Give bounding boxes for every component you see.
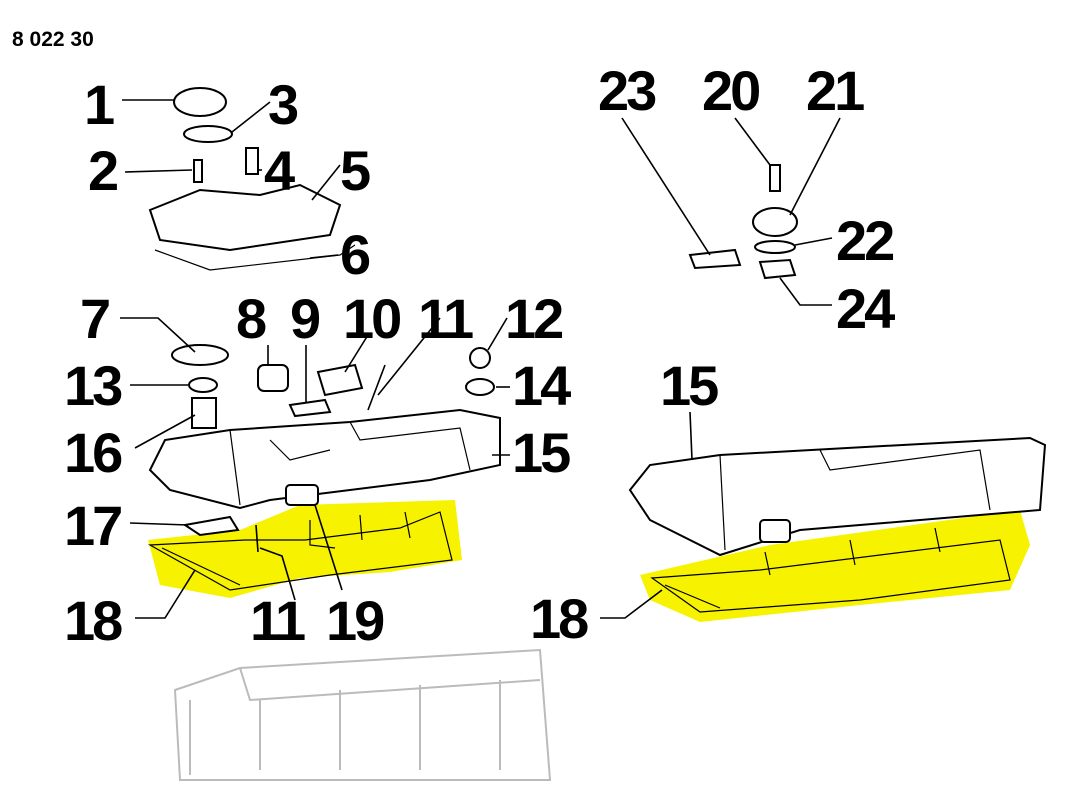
callout-4: 4 xyxy=(264,139,295,202)
sleeve-8 xyxy=(257,364,289,392)
valve-cover-right xyxy=(628,436,1047,557)
callout-1: 1 xyxy=(84,73,114,136)
callout-24: 24 xyxy=(836,277,895,340)
callout-8: 8 xyxy=(236,287,266,350)
washer-7 xyxy=(171,344,229,366)
plate-gasket xyxy=(154,244,356,271)
stud-19 xyxy=(285,484,319,506)
plate-9 xyxy=(288,398,332,418)
cover-10 xyxy=(316,363,364,397)
callout-2: 2 xyxy=(88,139,117,202)
leader-lines xyxy=(120,99,841,619)
callout-9: 9 xyxy=(290,287,320,350)
oil-filler-cap xyxy=(173,87,227,117)
seal-ring xyxy=(183,125,233,143)
screw-2 xyxy=(193,159,203,183)
callout-23: 23 xyxy=(598,59,656,122)
stud-right xyxy=(759,519,791,543)
screw-4 xyxy=(245,147,259,175)
callout-11-lower: 11 xyxy=(250,589,305,652)
callout-13: 13 xyxy=(64,354,122,417)
callout-14: 14 xyxy=(512,354,571,417)
callout-17: 17 xyxy=(64,494,121,557)
callout-11: 11 xyxy=(418,287,473,350)
callout-20: 20 xyxy=(702,59,759,122)
callout-3: 3 xyxy=(268,73,298,136)
valve-cover-plate xyxy=(148,183,342,252)
breather-cap-21 xyxy=(752,207,798,237)
gasket-highlight-right xyxy=(640,510,1030,622)
callout-5: 5 xyxy=(340,139,370,202)
callout-22: 22 xyxy=(836,209,893,272)
seal-22 xyxy=(754,240,796,254)
callout-15-right: 15 xyxy=(660,354,718,417)
screw-11b xyxy=(255,524,259,553)
cover-detail-right xyxy=(719,449,991,551)
gasket-right xyxy=(650,527,1011,613)
callout-10: 10 xyxy=(343,287,400,350)
callout-6: 6 xyxy=(340,223,370,286)
cylinder-head-ghost xyxy=(173,648,552,781)
gasket-highlight-left xyxy=(148,500,462,598)
callout-7: 7 xyxy=(80,287,109,350)
plate-23 xyxy=(688,248,742,270)
callout-18: 18 xyxy=(64,589,122,652)
drawing-reference: 8 022 30 xyxy=(12,28,94,51)
callout-12: 12 xyxy=(505,287,562,350)
gasket-left xyxy=(147,511,453,591)
plate-17 xyxy=(182,515,240,537)
spring-16 xyxy=(191,397,217,429)
pin-11 xyxy=(367,364,386,411)
callout-16: 16 xyxy=(64,421,122,484)
cover-detail xyxy=(229,421,471,506)
callout-21: 21 xyxy=(806,59,864,122)
seal-14 xyxy=(465,378,495,396)
seal-13 xyxy=(188,377,218,393)
callout-19: 19 xyxy=(326,589,384,652)
screw-20 xyxy=(769,164,781,192)
filter-24 xyxy=(758,258,797,280)
callout-15: 15 xyxy=(512,421,570,484)
plug-12 xyxy=(469,347,491,369)
callout-18-right: 18 xyxy=(530,587,588,650)
